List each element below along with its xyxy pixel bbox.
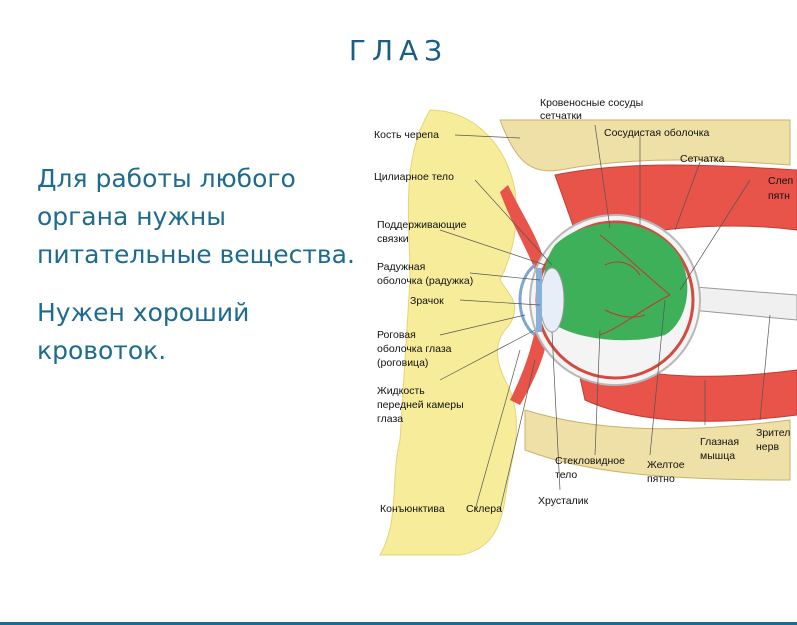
label-eye-muscle: Глазная bbox=[700, 436, 739, 448]
label-ligaments: связки bbox=[377, 233, 409, 245]
label-pupil: Зрачок bbox=[410, 295, 444, 307]
label-aqueous: глаза bbox=[377, 413, 403, 425]
label-cornea: Роговая bbox=[377, 329, 416, 341]
text-line: кровоток. bbox=[37, 336, 167, 365]
leader-lines bbox=[439, 124, 771, 511]
label-choroid: Сосудистая оболочка bbox=[604, 127, 710, 139]
label-sclera: Склера bbox=[466, 503, 502, 515]
label-lens: Хрусталик bbox=[538, 495, 589, 507]
label-eye-muscle: мышца bbox=[700, 450, 735, 462]
label-vitreous: тело bbox=[555, 469, 577, 481]
lower-eyelid bbox=[510, 330, 548, 405]
label-ligaments: Поддерживающие bbox=[377, 219, 467, 231]
vitreous-body bbox=[543, 223, 688, 341]
skull-bone-upper bbox=[499, 119, 791, 172]
label-vitreous: Стекловидное bbox=[555, 455, 625, 467]
text-line: Для работы любого bbox=[37, 164, 296, 193]
label-aqueous: Жидкость bbox=[377, 385, 425, 397]
label-blind-spot: пятн bbox=[768, 190, 790, 202]
text-line: питательные вещества. bbox=[37, 240, 355, 269]
label-iris: Радужная bbox=[377, 261, 425, 273]
bottom-divider bbox=[0, 622, 797, 625]
label-retina-vessels: Кровеносные сосуды bbox=[540, 97, 643, 109]
label-retina: Сетчатка bbox=[680, 153, 725, 165]
eye-anatomy-diagram: Кость черепа Кровеносные сосуды сетчатки… bbox=[374, 97, 797, 556]
lens bbox=[539, 267, 565, 333]
label-optic-nerve: Зрител bbox=[756, 427, 790, 439]
label-iris: оболочка (радужка) bbox=[377, 275, 473, 287]
label-conjunctiva: Конъюнктива bbox=[380, 503, 445, 515]
label-aqueous: передней камеры bbox=[377, 399, 464, 411]
label-retina-vessels: сетчатки bbox=[540, 110, 582, 122]
label-macula: пятно bbox=[647, 473, 675, 485]
slide-text: Для работы любого органа нужны питательн… bbox=[37, 160, 377, 370]
label-skull-bone: Кость черепа bbox=[374, 129, 439, 141]
label-ciliary-body: Цилиарное тело bbox=[374, 171, 454, 183]
upper-eyelid bbox=[500, 185, 545, 270]
label-optic-nerve: нерв bbox=[756, 441, 779, 453]
label-cornea: (роговица) bbox=[377, 357, 428, 369]
text-line: Нужен хороший bbox=[37, 298, 250, 327]
cornea bbox=[518, 263, 536, 337]
iris bbox=[536, 268, 542, 332]
label-cornea: оболочка глаза bbox=[377, 343, 452, 355]
retinal-vessels bbox=[599, 234, 671, 336]
slide-title: ГЛАЗ bbox=[348, 34, 449, 67]
label-blind-spot: Слеп bbox=[768, 175, 793, 187]
label-macula: Желтое bbox=[647, 459, 685, 471]
text-line: органа нужны bbox=[37, 202, 226, 231]
